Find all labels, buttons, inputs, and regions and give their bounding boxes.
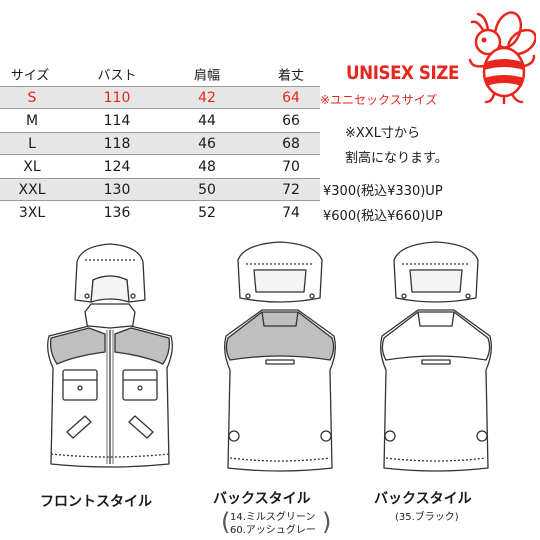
size-cell: XL (23, 158, 41, 175)
length-cell: 74 (282, 204, 300, 221)
size-row-xxl: XXL 130 50 72 (0, 178, 320, 201)
length-cell: 70 (282, 158, 300, 175)
length-cell: 68 (282, 135, 300, 152)
xxl-surcharge: ¥300(税込¥330)UP (323, 184, 443, 199)
shoulder-cell: 50 (198, 181, 216, 198)
header-size: サイズ (10, 68, 50, 84)
bust-cell: 130 (103, 181, 131, 198)
bust-cell: 110 (103, 89, 131, 106)
shoulder-cell: 46 (198, 135, 216, 152)
size-cell: XXL (18, 181, 46, 198)
front-vest-illustration (47, 243, 173, 468)
length-cell: 72 (282, 181, 300, 198)
header-length: 着丈 (277, 68, 305, 84)
shoulder-cell: 44 (198, 112, 216, 129)
color-option-green: 14.ミルスグリーン (230, 512, 316, 523)
header-shoulder: 肩幅 (193, 68, 221, 84)
bee-logo-icon (468, 11, 536, 104)
shoulder-cell: 48 (198, 158, 216, 175)
size-table: サイズ バスト 肩幅 着丈 S 110 42 64 M 114 44 66 L … (0, 62, 320, 224)
color-note-grey-green: 14.ミルスグリーン 60.アッシュグレー (230, 511, 316, 537)
size-row-3xl: 3XL 136 52 74 (0, 201, 320, 224)
3xl-surcharge: ¥600(税込¥660)UP (323, 209, 443, 224)
color-note-black: (35.ブラック) (395, 512, 459, 523)
back-style-caption-2: バックスタイル (374, 491, 472, 507)
unisex-size-subtitle: ※ユニセックスサイズ (320, 93, 438, 107)
color-option-grey: 60.アッシュグレー (230, 525, 316, 536)
front-style-caption: フロントスタイル (40, 494, 152, 510)
size-row-m: M 114 44 66 (0, 109, 320, 132)
color-note-bracket-left: ( (221, 508, 231, 536)
back-style-caption-1: バックスタイル (213, 491, 311, 507)
size-row-l: L 118 46 68 (0, 132, 320, 155)
size-cell: M (25, 112, 39, 129)
shoulder-cell: 52 (198, 204, 216, 221)
bust-cell: 124 (103, 158, 131, 175)
bust-cell: 118 (103, 135, 131, 152)
price-note-line1: ※XXL寸から (345, 126, 420, 141)
size-cell: L (28, 135, 36, 152)
header-bust: バスト (97, 68, 137, 84)
bust-cell: 114 (103, 112, 131, 129)
length-cell: 64 (282, 89, 300, 106)
size-table-header: サイズ バスト 肩幅 着丈 (0, 62, 320, 86)
size-cell: 3XL (18, 204, 46, 221)
back-vest-illustration-black (380, 241, 492, 472)
color-note-bracket-right: ) (322, 508, 332, 536)
size-cell: S (27, 89, 37, 106)
length-cell: 66 (282, 112, 300, 129)
size-row-s: S 110 42 64 (0, 86, 320, 109)
shoulder-cell: 42 (198, 89, 216, 106)
price-note-line2: 割高になります。 (345, 151, 448, 166)
unisex-size-title: UNISEX SIZE (346, 62, 459, 84)
size-row-xl: XL 124 48 70 (0, 155, 320, 178)
bust-cell: 136 (103, 204, 131, 221)
back-vest-illustration-grey (224, 241, 336, 472)
